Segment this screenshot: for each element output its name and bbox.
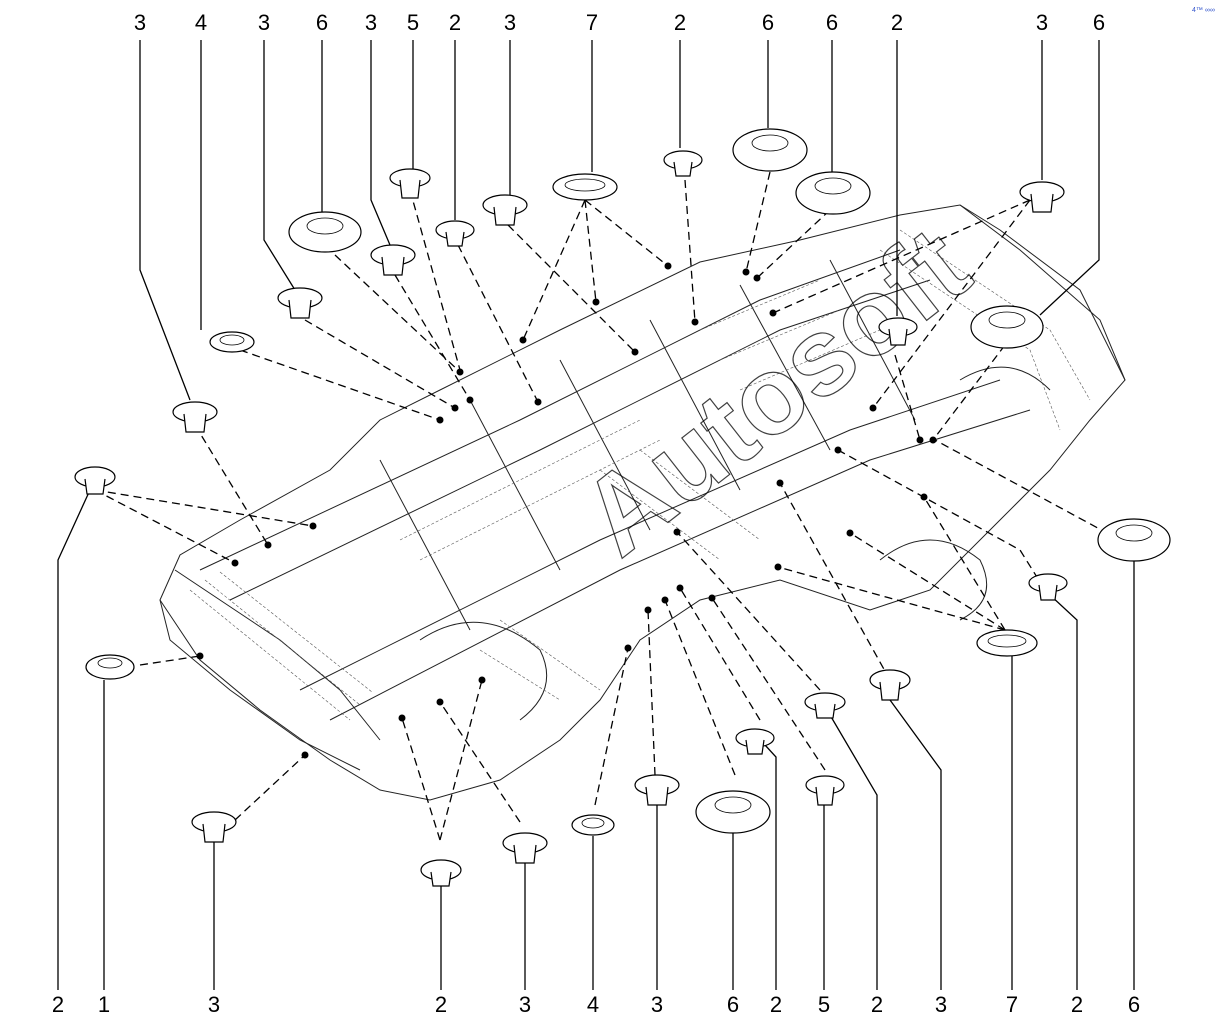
callout-top-10: 2 xyxy=(674,10,686,35)
clip-part xyxy=(172,401,218,433)
oval-plug-part xyxy=(552,173,618,201)
callout-bottom-5: 3 xyxy=(519,992,531,1017)
callout-bottom-8: 6 xyxy=(727,992,739,1017)
grommet-part xyxy=(209,331,255,353)
clip-part xyxy=(277,287,323,319)
clip-part xyxy=(634,774,680,806)
clip-part xyxy=(420,859,462,887)
plug-part xyxy=(1097,518,1171,562)
callout-bottom-4: 2 xyxy=(435,992,447,1017)
clip-part xyxy=(1028,573,1068,601)
callout-bottom-2: 1 xyxy=(98,992,110,1017)
callout-top-8: 3 xyxy=(504,10,516,35)
grommet-part xyxy=(571,814,615,836)
clip-part xyxy=(735,728,775,755)
plug-part xyxy=(695,790,771,834)
plug-part xyxy=(970,305,1044,349)
watermark: Autosoft xyxy=(559,204,991,579)
callout-top-15: 6 xyxy=(1093,10,1105,35)
callout-bottom-3: 3 xyxy=(208,992,220,1017)
dashed-connectors xyxy=(94,171,1121,841)
plug-part xyxy=(732,128,808,172)
vehicle-underbody xyxy=(159,204,1126,801)
callout-top-3: 3 xyxy=(258,10,270,35)
callout-bottom-9: 2 xyxy=(770,992,782,1017)
clip-part xyxy=(805,775,845,806)
clip-part xyxy=(482,194,528,226)
callout-top-14: 3 xyxy=(1036,10,1048,35)
callout-top-1: 3 xyxy=(134,10,146,35)
callout-top-4: 6 xyxy=(316,10,328,35)
clip-part xyxy=(502,832,548,864)
clip-part xyxy=(804,692,846,719)
callout-bottom-15: 6 xyxy=(1128,992,1140,1017)
callout-bottom-11: 2 xyxy=(871,992,883,1017)
callout-bottom-6: 4 xyxy=(587,992,599,1017)
callout-top-9: 7 xyxy=(586,10,598,35)
callout-bottom-14: 2 xyxy=(1071,992,1083,1017)
clip-part xyxy=(389,168,431,199)
clip-part xyxy=(191,811,237,843)
clip-part xyxy=(74,466,116,495)
callout-top-11: 6 xyxy=(762,10,774,35)
clip-part xyxy=(878,317,918,346)
callout-top-7: 2 xyxy=(449,10,461,35)
clip-part xyxy=(1019,181,1065,213)
callout-bottom-10: 5 xyxy=(818,992,830,1017)
grommet-part xyxy=(85,654,135,680)
plug-part xyxy=(795,171,871,215)
callout-top-13: 2 xyxy=(891,10,903,35)
callout-top-6: 5 xyxy=(407,10,419,35)
oval-plug-part xyxy=(976,629,1038,657)
callout-top-12: 6 xyxy=(826,10,838,35)
leader-lines xyxy=(57,40,1135,990)
clip-part xyxy=(869,669,911,701)
callout-top-2: 4 xyxy=(195,10,207,35)
attachment-points xyxy=(196,262,937,759)
callout-bottom-13: 7 xyxy=(1006,992,1018,1017)
callout-bottom-7: 3 xyxy=(651,992,663,1017)
corner-mark: 4™ ∞∞ xyxy=(1192,7,1215,14)
fastener-parts xyxy=(74,128,1171,887)
clip-part xyxy=(663,150,703,177)
callout-bottom-1: 2 xyxy=(52,992,64,1017)
clip-part xyxy=(435,220,475,247)
bottom-callouts: 2 1 3 2 3 4 3 6 2 5 2 3 7 2 6 xyxy=(52,992,1140,1017)
callout-bottom-12: 3 xyxy=(935,992,947,1017)
top-callouts: 3 4 3 6 3 5 2 3 7 2 6 6 2 3 6 xyxy=(134,10,1105,35)
callout-top-5: 3 xyxy=(365,10,377,35)
plug-part xyxy=(288,211,362,253)
clip-part xyxy=(370,244,416,276)
